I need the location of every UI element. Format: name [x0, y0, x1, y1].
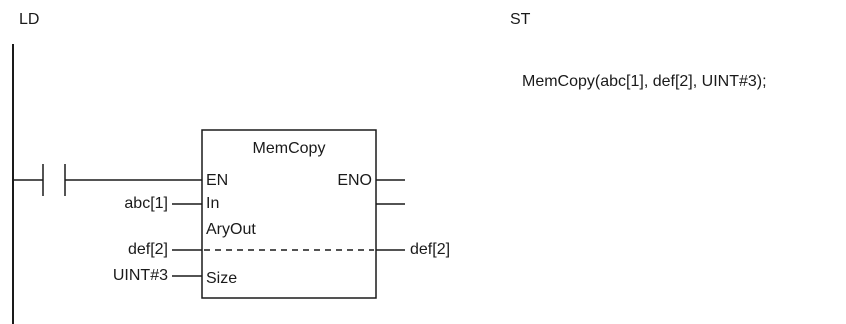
function-block-title: MemCopy [252, 140, 326, 157]
st-code-line: MemCopy(abc[1], def[2], UINT#3); [522, 73, 767, 90]
st-header: ST [510, 11, 531, 28]
pin-aryout: AryOut [206, 221, 256, 238]
pin-eno: ENO [337, 172, 372, 189]
in-variable-label: abc[1] [124, 195, 168, 212]
function-block-box [201, 129, 377, 299]
ld-header: LD [19, 11, 40, 28]
aryout-input-variable-label: def[2] [127, 241, 168, 258]
pin-en: EN [206, 172, 229, 189]
pin-size: Size [206, 270, 238, 287]
aryout-output-variable-label: def[2] [410, 241, 451, 258]
size-variable-label: UINT#3 [112, 267, 168, 284]
pin-in: In [206, 195, 220, 212]
